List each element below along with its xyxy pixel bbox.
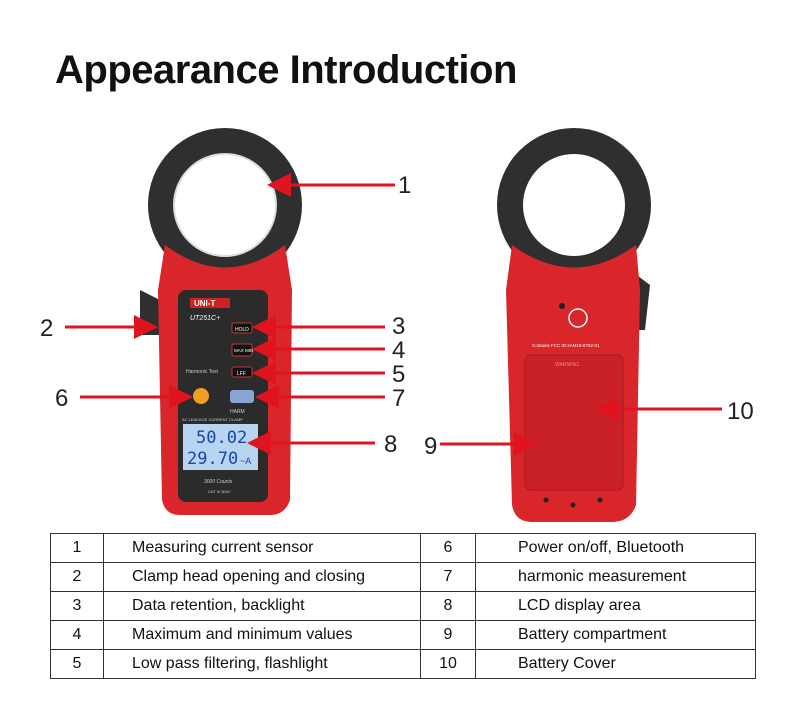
callout-3: 3 <box>392 313 406 340</box>
part-number: 2 <box>50 562 104 592</box>
part-description: Low pass filtering, flashlight <box>103 649 421 679</box>
part-description: Measuring current sensor <box>103 533 421 563</box>
part-number: 1 <box>50 533 104 563</box>
callout-4: 4 <box>392 337 406 364</box>
back-clamp-meter: Contains FCC ID:2AM18-8762-01 WARNING <box>497 128 651 522</box>
part-number: 10 <box>420 649 476 679</box>
harmonic-test-label: Harmonic Test <box>186 369 218 375</box>
clamp-jaw <box>148 128 302 282</box>
warning-label: WARNING <box>555 362 579 368</box>
battery-cover <box>524 354 624 491</box>
max-min-button: MAX MIN <box>234 348 253 353</box>
part-number: 6 <box>420 533 476 563</box>
callout-6: 6 <box>55 385 69 412</box>
etl-logo <box>568 308 588 328</box>
lcd-bottom-value: 29.70 <box>187 449 238 469</box>
callout-5: 5 <box>392 361 406 388</box>
part-number: 3 <box>50 591 104 621</box>
counts-label: 3000 Counts <box>204 479 233 485</box>
power-button <box>193 388 209 404</box>
callout-7: 7 <box>392 385 406 412</box>
hold-button: HOLD <box>235 327 249 333</box>
brand-logo: UNI-T <box>194 299 215 308</box>
part-number: 9 <box>420 620 476 650</box>
part-description: Clamp head opening and closing <box>103 562 421 592</box>
lcd-top-value: 50.02 <box>196 428 247 448</box>
harm-label: HARM <box>230 409 245 415</box>
callout-8: 8 <box>384 431 398 458</box>
part-description: harmonic measurement <box>475 562 756 592</box>
back-clamp-jaw <box>497 128 651 282</box>
callout-1: 1 <box>398 172 412 199</box>
callout-arrows <box>65 173 722 456</box>
fcc-label: Contains FCC ID:2AM18-8762-01 <box>532 343 600 348</box>
part-number: 5 <box>50 649 104 679</box>
part-description: LCD display area <box>475 591 756 621</box>
lcd-display <box>183 424 258 470</box>
part-description: Battery compartment <box>475 620 756 650</box>
harm-button <box>230 390 254 403</box>
cat-label: CAT III 300V <box>208 489 231 494</box>
callout-9: 9 <box>424 433 438 460</box>
model-label: UT251C+ <box>190 315 220 322</box>
part-number: 8 <box>420 591 476 621</box>
part-description: Data retention, backlight <box>103 591 421 621</box>
part-number: 7 <box>420 562 476 592</box>
clamp-label: AC LEAKAGE CURRENT CLAMP <box>182 417 243 422</box>
page-title: Appearance Introduction <box>55 48 517 92</box>
callout-10: 10 <box>727 398 754 425</box>
part-description: Maximum and minimum values <box>103 620 421 650</box>
lff-button: LFF <box>237 371 246 377</box>
lcd-unit: ~A <box>240 456 251 466</box>
callout-2: 2 <box>40 315 54 342</box>
part-number: 4 <box>50 620 104 650</box>
part-description: Battery Cover <box>475 649 756 679</box>
part-description: Power on/off, Bluetooth <box>475 533 756 563</box>
